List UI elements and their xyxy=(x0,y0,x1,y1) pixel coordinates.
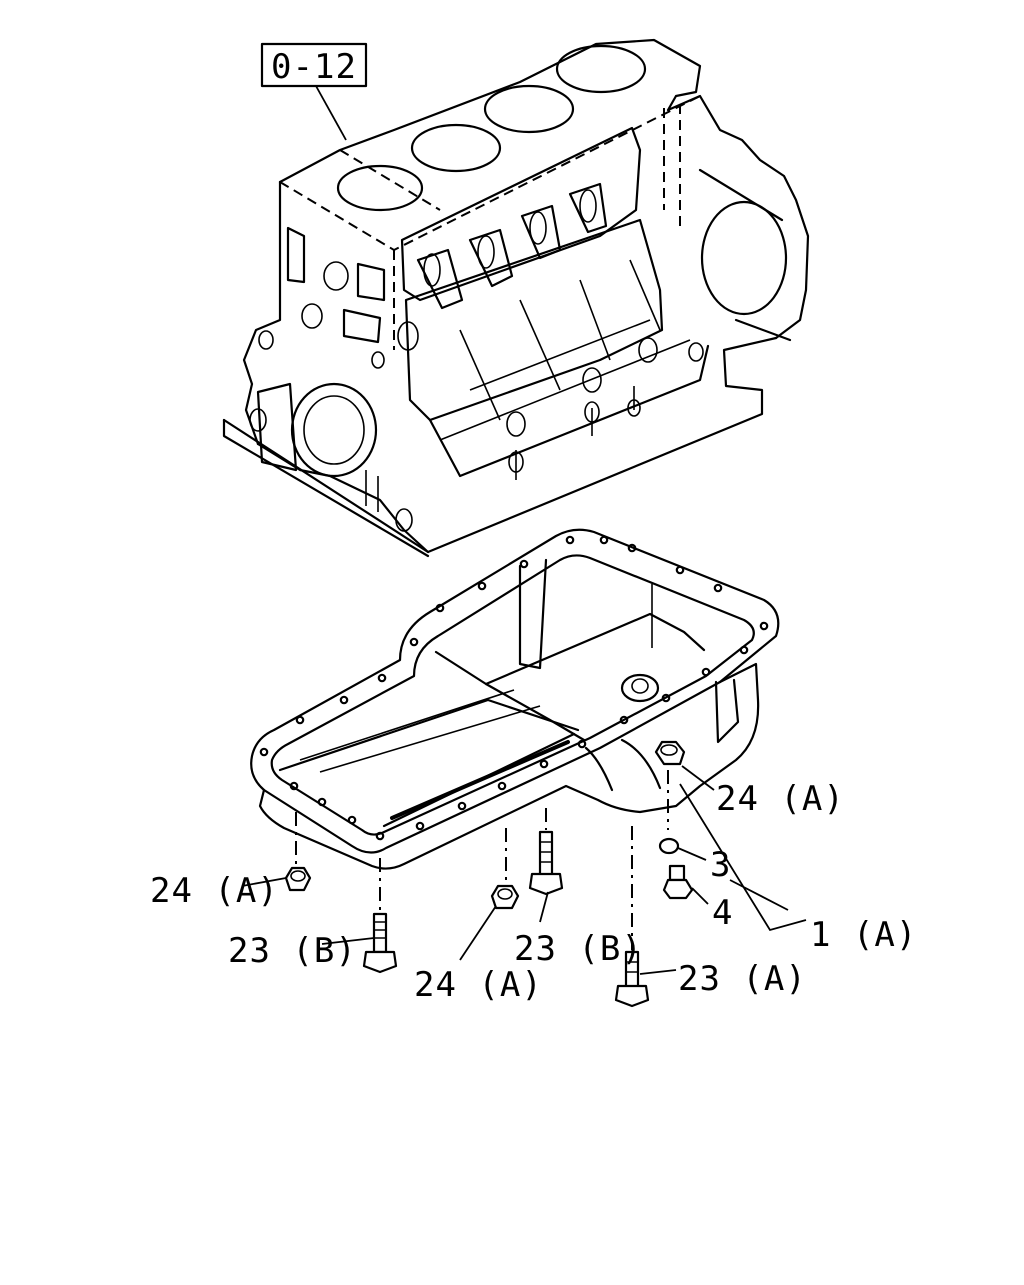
reference-box-label: 0-12 xyxy=(271,47,357,87)
cylinder-block-drawing xyxy=(222,38,810,558)
callout-label: 23 (B) xyxy=(514,929,643,969)
oil-pan-drawing xyxy=(250,528,780,870)
flange-bolt-holes xyxy=(259,535,769,841)
callout-label: 24 (A) xyxy=(414,965,543,1005)
callout-label: 4 xyxy=(712,893,733,933)
callout-label: 24 (A) xyxy=(716,779,845,819)
drain-plug xyxy=(662,864,694,900)
callout-label: 23 (A) xyxy=(678,959,807,999)
nut-24a-middle xyxy=(490,884,520,910)
callout-label: 1 (A) xyxy=(810,915,917,955)
fasteners xyxy=(284,740,694,1008)
bolt-23b-left xyxy=(362,912,398,974)
reference-box: 0-12 xyxy=(260,42,368,141)
nut-24a-right xyxy=(654,740,686,766)
gasket-washer xyxy=(658,837,680,855)
callout-label: 3 xyxy=(710,845,731,885)
bolt-23b-middle xyxy=(528,830,564,896)
callout-label: 24 (A) xyxy=(150,871,279,911)
callouts: 24 (A) 3 4 1 (A) 24 (A) 23 (B) 23 (B) 24… xyxy=(150,765,917,1005)
bolt-23a xyxy=(614,950,650,1008)
callout-label: 23 (B) xyxy=(228,931,357,971)
nut-24a-left xyxy=(284,866,312,892)
